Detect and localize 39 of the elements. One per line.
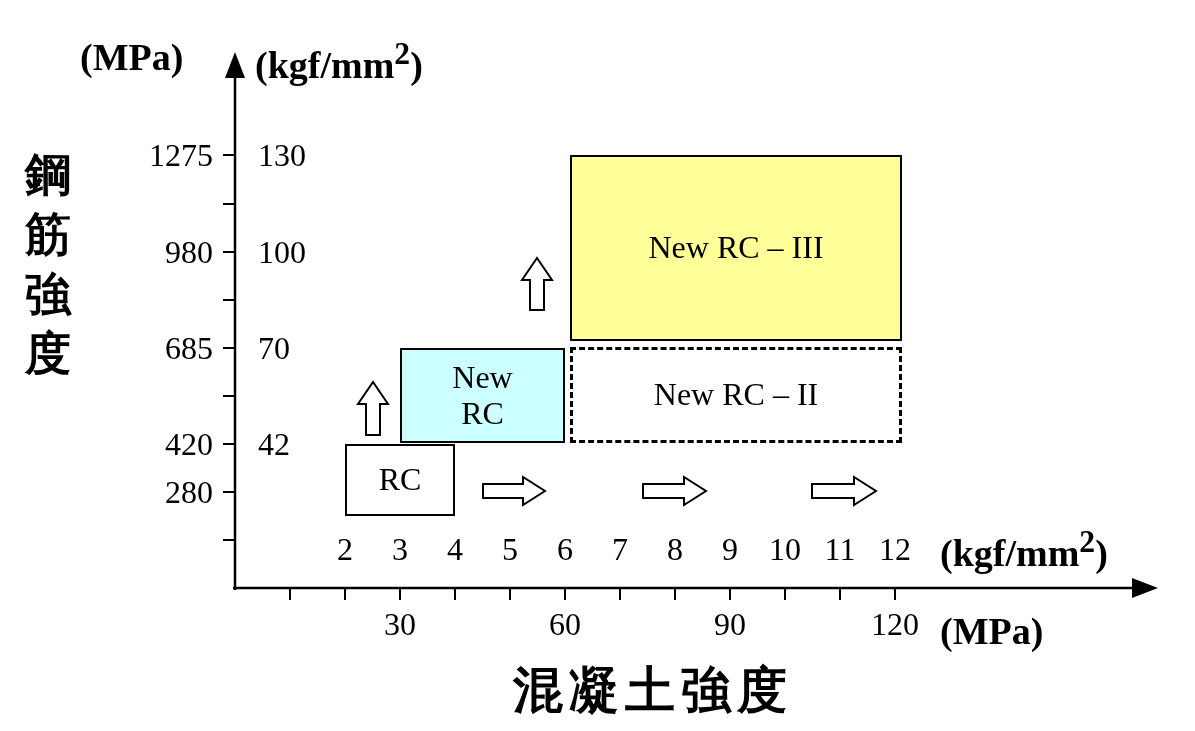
axis-unit: (MPa): [940, 612, 1044, 650]
axis-unit: (MPa): [80, 38, 184, 76]
tick-label: 70: [258, 332, 290, 364]
region-label: New RC: [451, 360, 514, 431]
tick-label: 42: [258, 428, 290, 460]
axis-unit: (kgf/mm$^{2}$): [940, 526, 1108, 572]
tick-label: 30: [384, 608, 416, 640]
region-box: [570, 347, 902, 443]
tick-label: 4: [447, 533, 463, 565]
region-box: [345, 444, 455, 516]
tick-label: 5: [502, 533, 518, 565]
region-label: New RC – III: [648, 230, 824, 266]
tick-label: 120: [871, 608, 919, 640]
tick-label: 9: [722, 533, 738, 565]
tick-label: 980: [165, 236, 213, 268]
region-label: RC: [378, 462, 422, 498]
tick-label: 100: [258, 236, 306, 268]
axis-title: 混凝土強度: [513, 665, 793, 715]
axis-title: 鋼筋強度: [23, 148, 73, 382]
region-box: [400, 348, 565, 443]
tick-label: 420: [165, 428, 213, 460]
tick-label: 685: [165, 332, 213, 364]
tick-label: 3: [392, 533, 408, 565]
tick-label: 10: [769, 533, 801, 565]
axis-unit: (kgf/mm$^{2}$): [255, 38, 423, 84]
tick-label: 8: [667, 533, 683, 565]
tick-label: 12: [879, 533, 911, 565]
tick-label: 280: [165, 476, 213, 508]
tick-label: 130: [258, 139, 306, 171]
tick-label: 6: [557, 533, 573, 565]
region-box: [570, 155, 902, 341]
region-label: New RC – II: [653, 377, 819, 413]
tick-label: 60: [549, 608, 581, 640]
tick-label: 11: [824, 533, 856, 565]
tick-label: 2: [337, 533, 353, 565]
tick-label: 90: [714, 608, 746, 640]
tick-label: 1275: [149, 139, 213, 171]
block-arrow: [356, 380, 390, 436]
tick-label: 7: [612, 533, 628, 565]
